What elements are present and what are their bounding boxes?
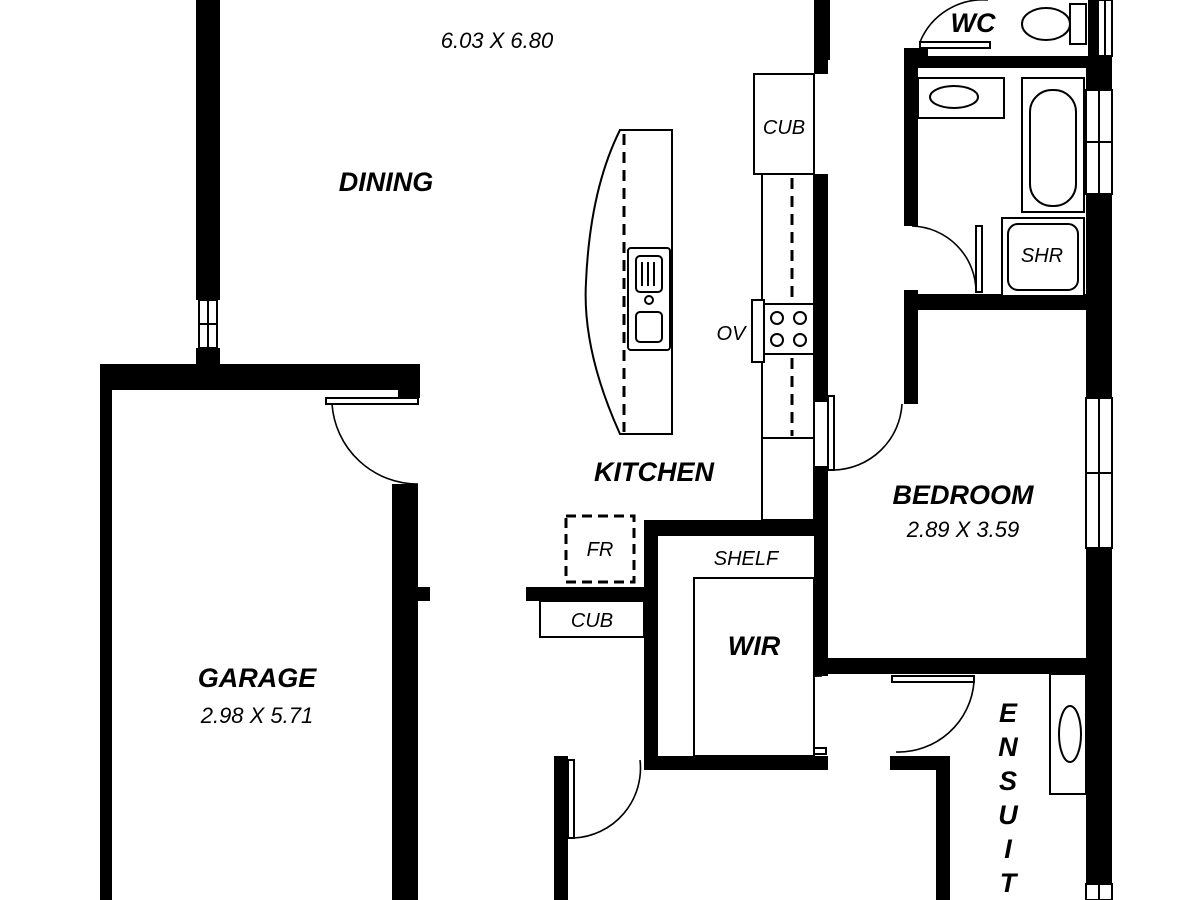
- windows: [198, 0, 1113, 900]
- wall-central-mid: [814, 174, 828, 402]
- door-wc: [919, 0, 991, 49]
- room-ensuite: E N S U I T E: [998, 698, 1019, 898]
- room-bedroom: BEDROOM: [893, 480, 1035, 510]
- ensuite-letter: N: [998, 732, 1018, 762]
- window-wc-east: [1097, 0, 1113, 57]
- label-shelf: SHELF: [714, 548, 780, 570]
- cupboard-top: CUB: [753, 73, 815, 175]
- room-garage: GARAGE: [198, 663, 317, 693]
- cooktop-icon: [751, 299, 815, 363]
- wall-bath-west-upper: [904, 58, 918, 226]
- room-kitchen: KITCHEN: [594, 457, 714, 487]
- wall-dining-west-upper: [196, 0, 220, 300]
- ensuite-letter: U: [998, 800, 1019, 830]
- room-wc: WC: [951, 8, 996, 38]
- wall-garage-east: [392, 484, 418, 900]
- ensuite-letter: T: [1000, 868, 1019, 898]
- wall-garage-top-stub: [398, 364, 420, 398]
- wall-wc-corner: [904, 48, 928, 60]
- window-bath-east: [1085, 89, 1113, 195]
- wall-east-a: [1086, 56, 1112, 90]
- wall-hall-west: [554, 756, 568, 900]
- wall-kitchen-bench: [526, 587, 658, 601]
- bathtub-icon: [1021, 77, 1085, 213]
- wall-east-b: [1086, 194, 1112, 398]
- garage-dimensions: 2.98 X 5.71: [200, 703, 314, 728]
- cupboard-bottom: CUB: [539, 600, 645, 638]
- door-bathroom: [911, 225, 983, 293]
- wall-wir-west: [644, 520, 658, 770]
- label-shr: SHR: [1021, 245, 1063, 267]
- wall-east-wc: [1088, 0, 1098, 56]
- wall-central-lower: [814, 466, 828, 676]
- dining-dimensions: 6.03 X 6.80: [441, 28, 554, 53]
- wall-wir-top: [644, 520, 824, 536]
- ensuite-basin-icon: [1049, 673, 1087, 795]
- room-labels: 6.03 X 6.80 DINING KITCHEN GARAGE 2.98 X…: [198, 8, 1035, 898]
- ensuite-letter: I: [1004, 834, 1012, 864]
- label-fr: FR: [587, 539, 614, 561]
- wall-bath-west-lower: [904, 290, 918, 404]
- wall-ensuite-corner-h: [890, 756, 950, 770]
- window-bedroom-east: [1085, 397, 1113, 549]
- door-bedroom: [827, 395, 903, 471]
- room-wir: WIR: [728, 631, 781, 661]
- wall-wir-bottom: [644, 756, 828, 770]
- ensuite-letter: E: [999, 698, 1018, 728]
- wall-garage-east-nub: [418, 587, 430, 601]
- wall-wc-south: [910, 56, 1086, 68]
- wall-bath-south: [904, 294, 1088, 310]
- kitchen-island: [584, 129, 673, 435]
- fixtures: CUB OV FR CUB SHELF: [539, 3, 1087, 795]
- door-garage: [325, 397, 419, 485]
- vanity-basin-icon: [917, 77, 1005, 119]
- room-dining: DINING: [339, 167, 434, 197]
- wall-garage-west: [100, 378, 112, 900]
- bedroom-dimensions: 2.89 X 3.59: [906, 517, 1020, 542]
- toilet-icon: [1021, 3, 1087, 45]
- wall-east-c: [1086, 548, 1112, 900]
- wir-shelf: SHELF: [693, 548, 815, 757]
- wall-central-cap: [820, 0, 830, 60]
- label-ov: OV: [717, 323, 748, 345]
- sink-icon: [627, 247, 671, 351]
- door-hall: [567, 759, 642, 839]
- shower-icon: SHR: [1001, 217, 1085, 297]
- wall-bedroom-south: [814, 658, 1086, 674]
- wall-ensuite-corner-v: [936, 756, 950, 900]
- label-cub-top: CUB: [763, 117, 805, 139]
- window-dining-west: [198, 299, 218, 349]
- label-cub-bottom: CUB: [571, 610, 613, 632]
- wall-garage-top: [100, 364, 420, 390]
- walls: [100, 0, 1112, 900]
- door-ensuite: [891, 675, 975, 753]
- ensuite-letter: S: [999, 766, 1017, 796]
- window-ensuite-east: [1085, 883, 1113, 900]
- fridge-space: FR: [564, 514, 636, 584]
